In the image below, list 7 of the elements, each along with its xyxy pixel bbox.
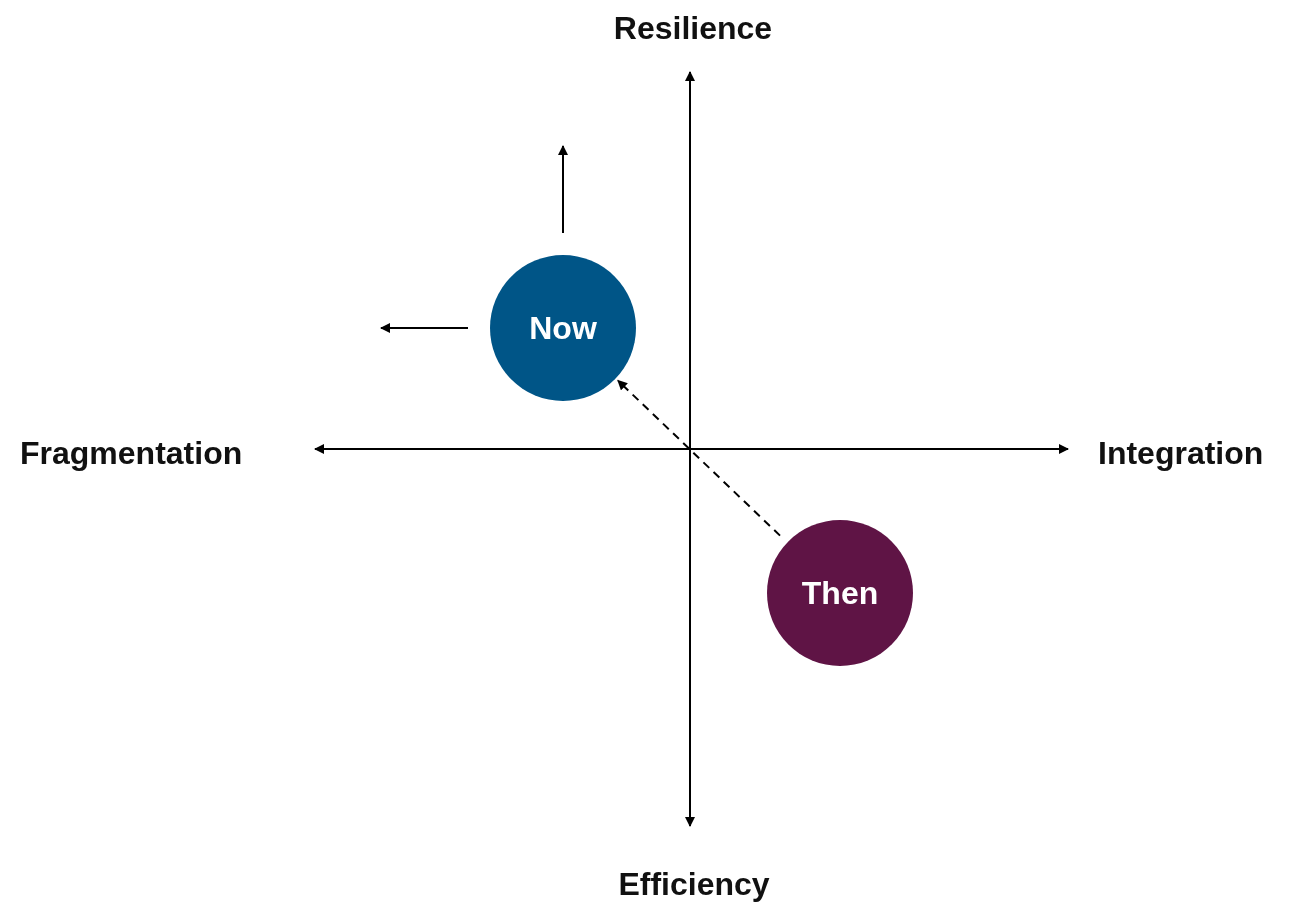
circle-label: Now: [529, 309, 597, 347]
circle-label: Then: [801, 574, 879, 612]
axis-label: Integration: [1098, 434, 1264, 472]
axis-label: Fragmentation: [20, 434, 243, 472]
arrow: [616, 379, 782, 537]
axis-label: Resilience: [613, 9, 773, 47]
axis-label: Efficiency: [618, 865, 770, 903]
